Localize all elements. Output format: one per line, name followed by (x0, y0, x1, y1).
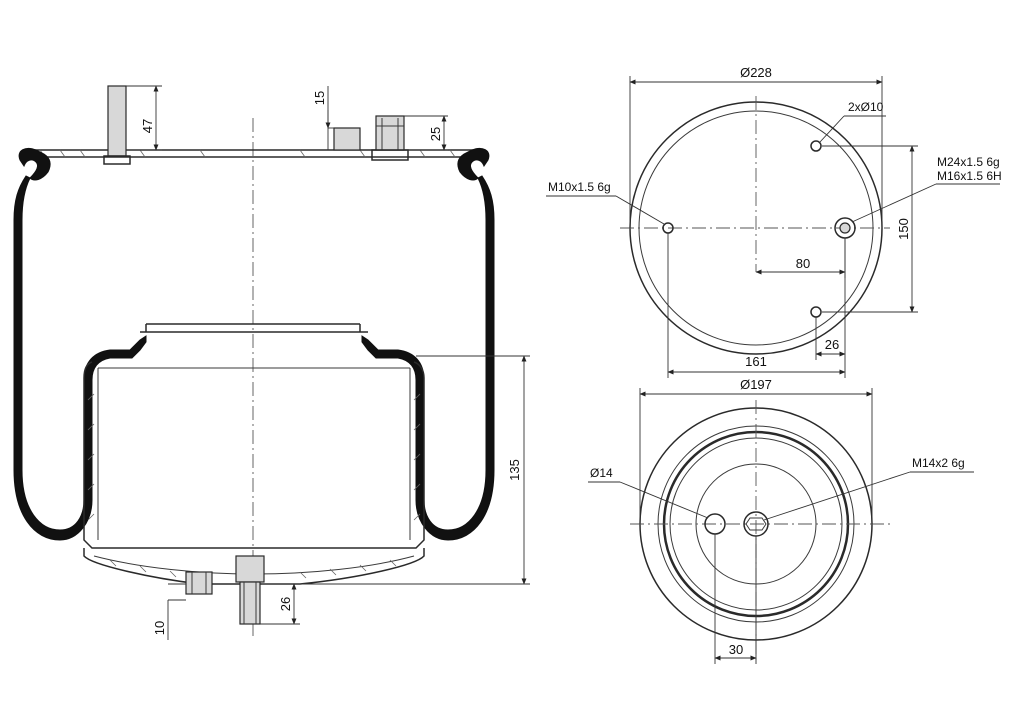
air-fitting (371, 115, 409, 161)
dim-top-diameter-label: Ø228 (740, 65, 772, 80)
dim-bottom-diameter-label: Ø197 (740, 377, 772, 392)
dim-holes: 2xØ10 (819, 100, 886, 143)
air-port-inner (839, 222, 851, 234)
dim-vertical-label: 150 (896, 218, 911, 240)
top-pin (333, 127, 361, 151)
thread-air: M24x1.5 6g M16x1.5 6H (851, 155, 1002, 223)
dim-bottom-stud-label: 26 (278, 597, 293, 611)
top-stud (103, 85, 131, 165)
thread-air-1-label: M24x1.5 6g (937, 155, 1000, 169)
side-view: 47 15 25 135 26 (13, 85, 530, 640)
dim-bottom-stud: 26 (260, 583, 300, 625)
dim-piston-height-label: 135 (507, 459, 522, 481)
dim-vertical: 150 (822, 145, 918, 313)
dim-piston-height: 135 (262, 355, 530, 585)
bottom-thread: M14x2 6g (763, 456, 974, 521)
dim-fitting-height-label: 25 (428, 127, 443, 141)
top-plate (28, 149, 480, 158)
dim-stud-height: 47 (126, 85, 162, 151)
dim-width: 161 26 (667, 233, 846, 378)
piston (83, 323, 425, 585)
dim-bottom-spacing: 30 (714, 534, 757, 664)
thread-air-2-label: M16x1.5 6H (937, 169, 1002, 183)
dim-offset-label: 80 (796, 256, 810, 271)
dim-top-diameter: Ø228 (629, 65, 883, 228)
bellow-left-wall (13, 175, 147, 541)
dim-stud-height-label: 47 (140, 119, 155, 133)
bellow-right-wall (361, 175, 495, 541)
dim-bottom-hole: Ø14 (588, 466, 709, 519)
dim-bottom-offset-label: 10 (152, 621, 167, 635)
bottom-stud (235, 555, 265, 625)
thread-left-label: M10x1.5 6g (548, 180, 611, 194)
mount-hole-bottom (810, 306, 822, 318)
dim-offset: 80 (755, 238, 846, 278)
thread-left: M10x1.5 6g (546, 180, 665, 225)
bottom-bolt (185, 571, 213, 595)
dim-width-label: 161 (745, 354, 767, 369)
mount-hole-top (810, 140, 822, 152)
dim-small-label: 26 (825, 337, 839, 352)
dim-bottom-spacing-label: 30 (729, 642, 743, 657)
dim-bottom-offset: 10 (152, 583, 186, 640)
dim-pin-height-label: 15 (312, 91, 327, 105)
bottom-view: Ø197 Ø14 M14x2 6g 30 (588, 377, 974, 664)
bead-left (18, 147, 51, 181)
dim-bottom-diameter: Ø197 (639, 377, 873, 524)
top-view: Ø228 2xØ10 M10x1.5 6g M24x1.5 6g M16x1.5… (546, 65, 1002, 378)
dim-holes-label: 2xØ10 (848, 100, 884, 114)
dim-pin-height: 15 (312, 86, 334, 150)
bottom-stud-hex (745, 517, 767, 531)
bead-right (457, 147, 490, 181)
bottom-thread-label: M14x2 6g (912, 456, 965, 470)
dim-fitting-height: 25 (404, 115, 448, 151)
dim-bottom-hole-label: Ø14 (590, 466, 613, 480)
